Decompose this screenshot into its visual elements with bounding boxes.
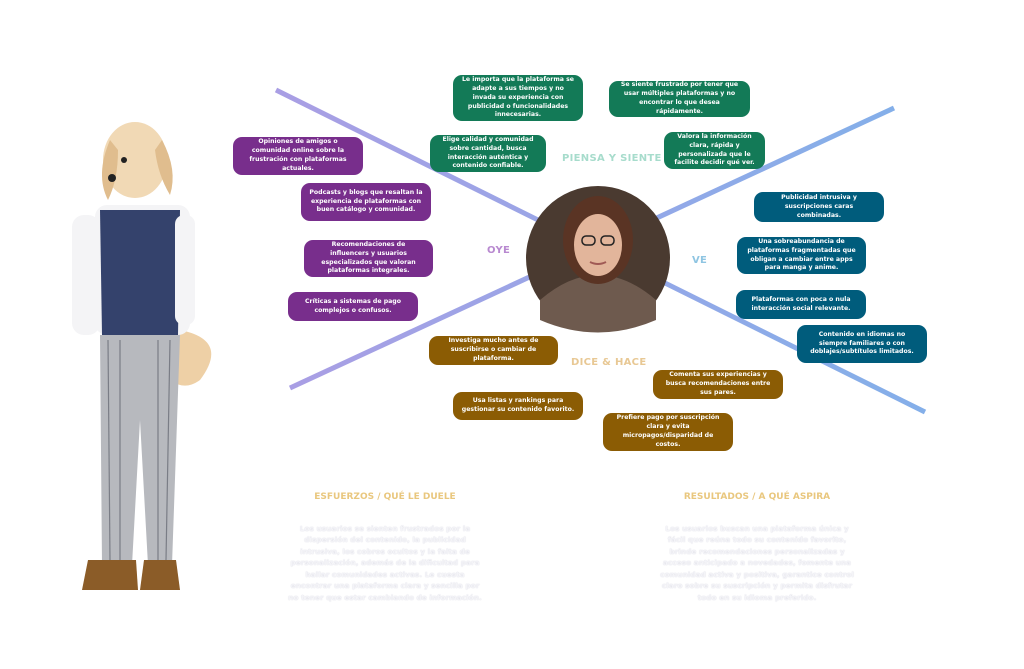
- esfuerzos-text: Los usuarios se sienten frustrados por l…: [288, 524, 482, 602]
- resultados-text: Los usuarios buscan una plataforma única…: [660, 524, 854, 602]
- resultados-heading: RESULTADOS / A QUÉ ASPIRA: [683, 492, 831, 502]
- ve-note: Contenido en idiomas no siempre familiar…: [797, 325, 927, 363]
- dog-character-illustration: [72, 122, 212, 590]
- oye-note: Opiniones de amigos o comunidad online s…: [233, 137, 363, 175]
- piensa-note: Elige calidad y comunidad sobre cantidad…: [430, 135, 546, 172]
- dice-note: Comenta sus experiencias y busca recomen…: [653, 370, 783, 399]
- piensa-note: Se siente frustrado por tener que usar m…: [609, 81, 750, 117]
- ve-note: Publicidad intrusiva y suscripciones car…: [754, 192, 884, 222]
- label-ve: VE: [692, 255, 708, 266]
- oye-note: Recomendaciones de influencers y usuario…: [304, 240, 433, 277]
- label-piensa-y-siente: PIENSA Y SIENTE: [562, 153, 662, 164]
- dice-note: Prefiere pago por suscripción clara y ev…: [603, 413, 733, 451]
- persona-photo: [526, 186, 670, 333]
- ve-note: Plataformas con poca o nula interacción …: [736, 290, 866, 319]
- ve-note: Una sobreabundancia de plataformas fragm…: [737, 237, 866, 274]
- oye-note: Podcasts y blogs que resaltan la experie…: [301, 183, 431, 221]
- esfuerzos-heading: ESFUERZOS / QUÉ LE DUELE: [314, 492, 456, 502]
- piensa-note: Le importa que la plataforma se adapte a…: [453, 75, 583, 121]
- piensa-note: Valora la información clara, rápida y pe…: [664, 132, 765, 169]
- label-dice-y-hace: DICE & HACE: [571, 357, 647, 368]
- oye-note: Críticas a sistemas de pago complejos o …: [288, 292, 418, 321]
- dice-note: Usa listas y rankings para gestionar su …: [453, 392, 583, 420]
- label-oye: OYE: [487, 245, 511, 256]
- dice-note: Investiga mucho antes de suscribirse o c…: [429, 336, 558, 365]
